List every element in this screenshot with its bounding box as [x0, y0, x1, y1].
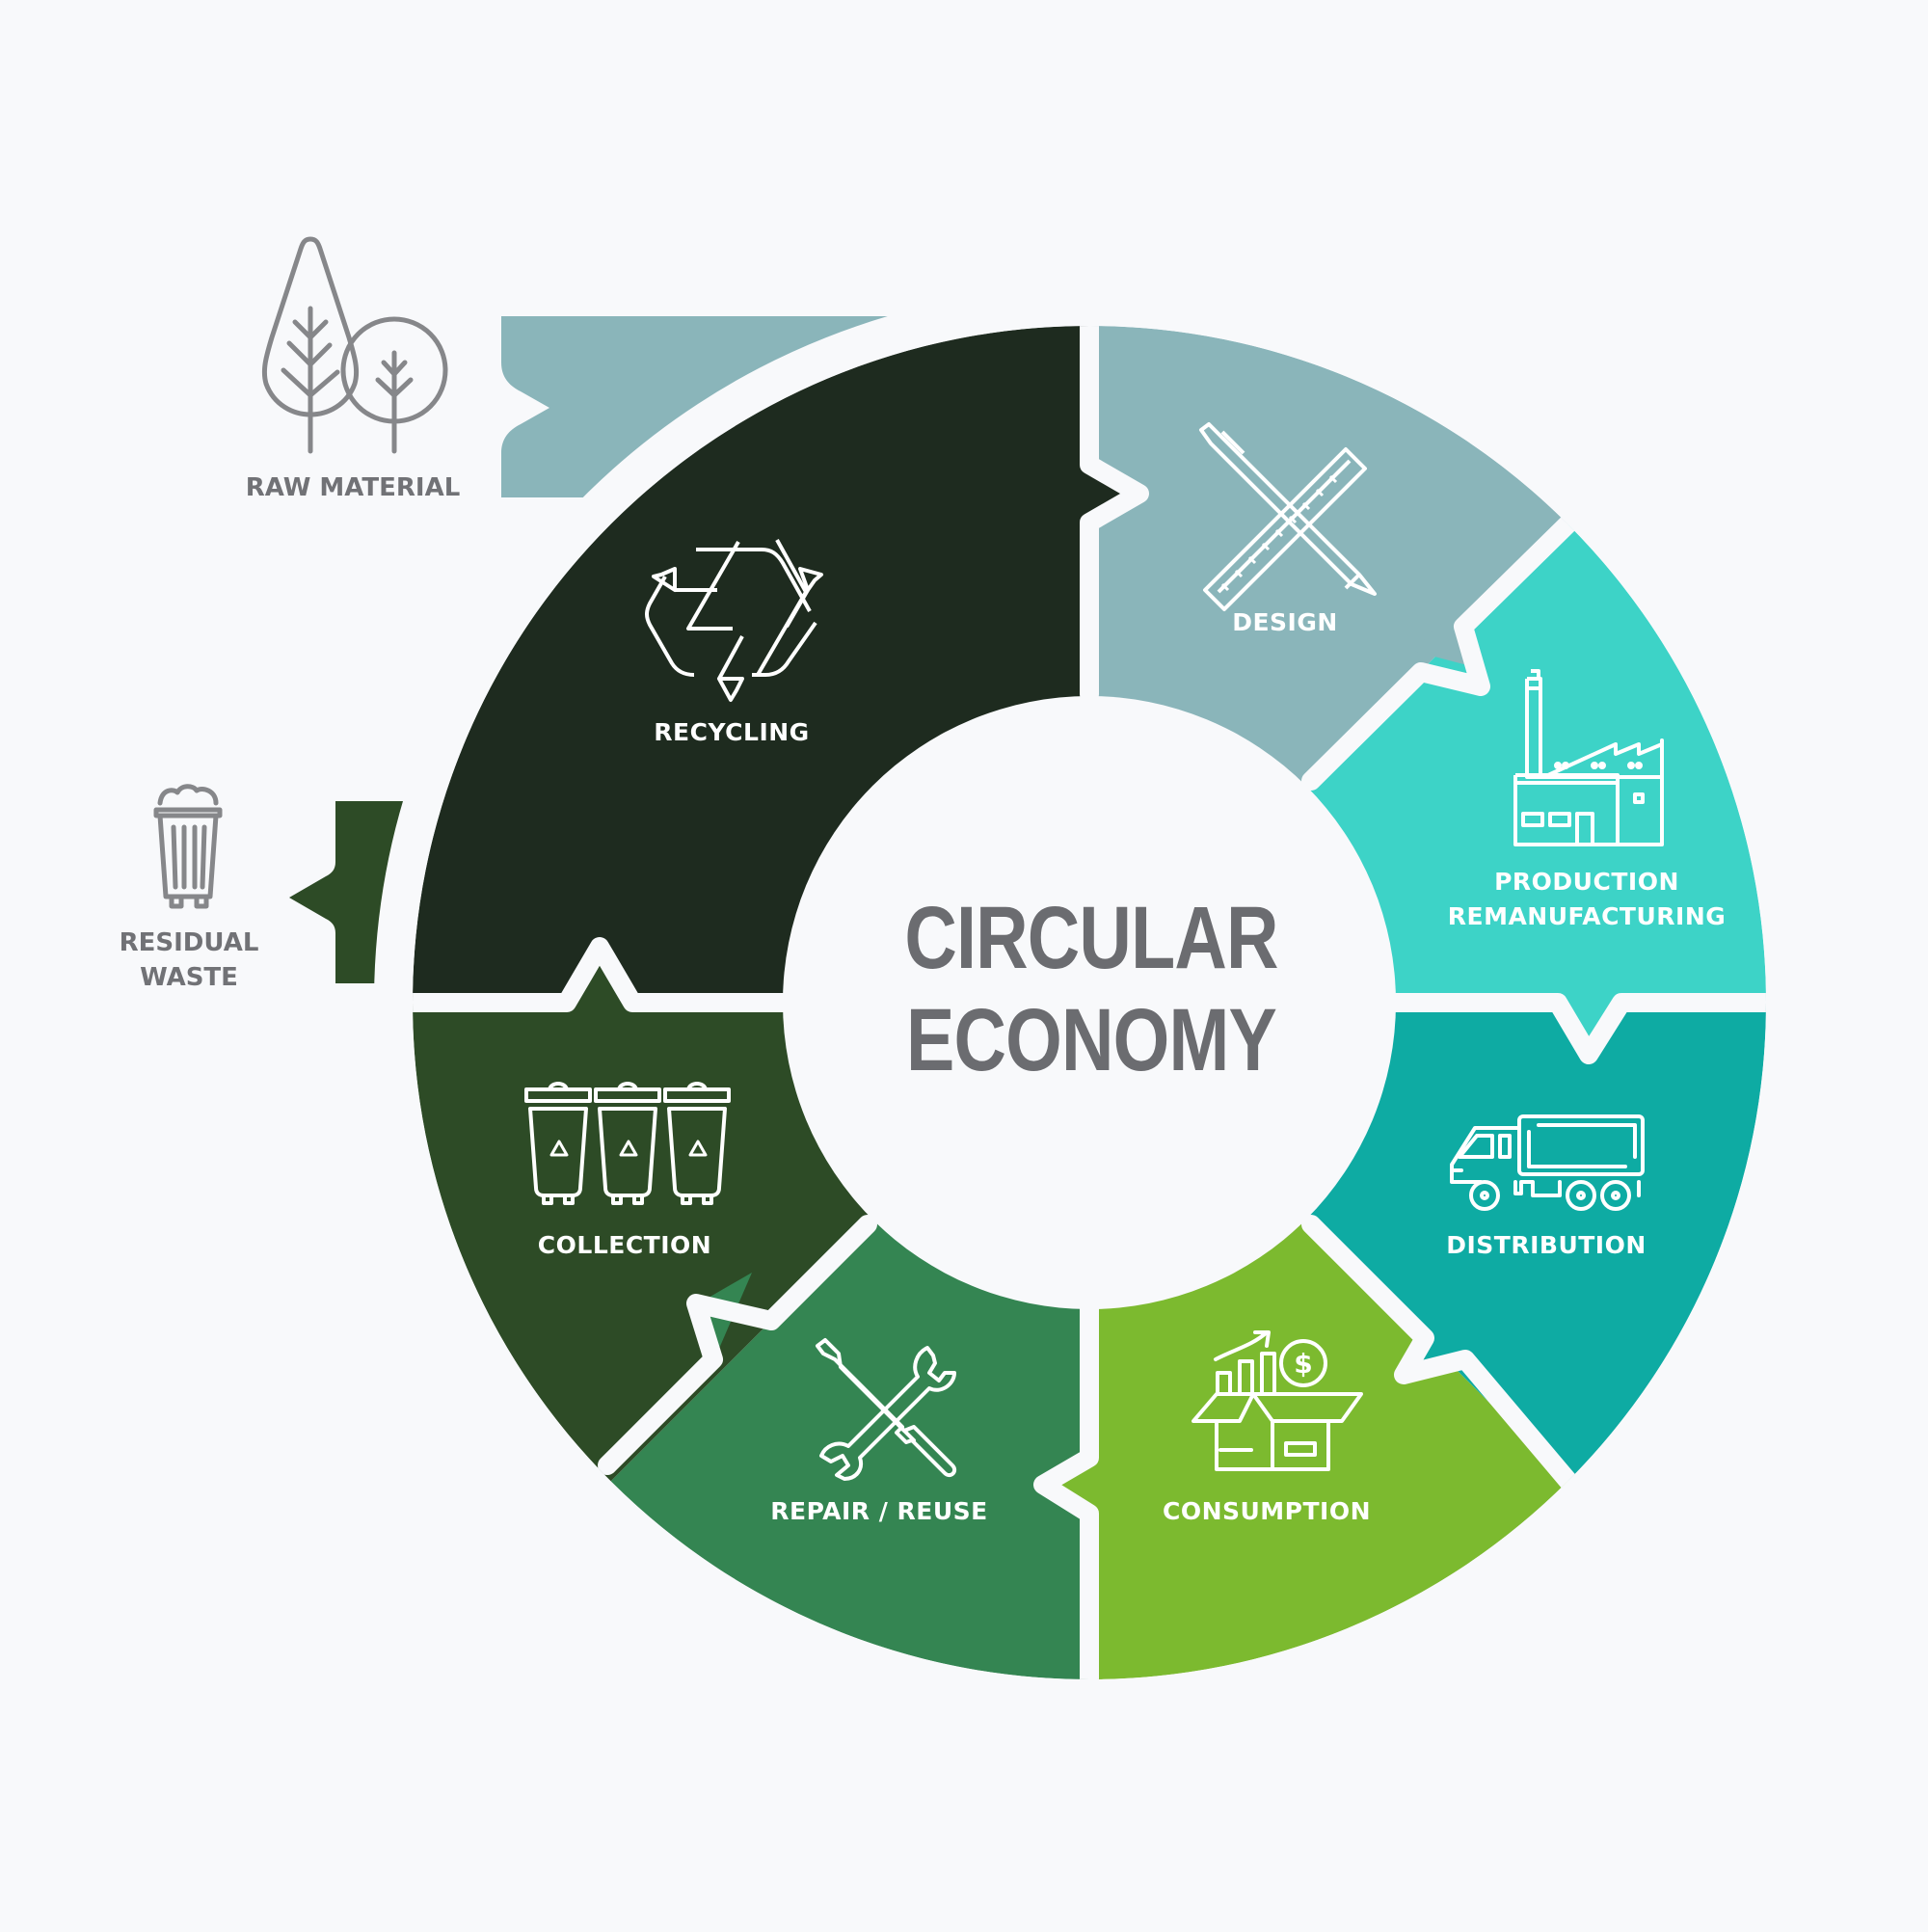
label-recycling: RECYCLING [654, 718, 810, 746]
center-circle [783, 696, 1396, 1309]
label-residual-waste-line-2: WASTE [140, 963, 238, 992]
separators [413, 326, 1766, 1679]
recycle-icon [645, 539, 823, 702]
wrench-screwdriver-icon [816, 1338, 957, 1481]
recycling-bins-icon [524, 1082, 731, 1205]
label-collection: COLLECTION [537, 1231, 712, 1259]
pencil-ruler-icon [1199, 422, 1377, 611]
label-residual-waste: RESIDUAL WASTE [120, 926, 259, 995]
svg-text:$: $ [1294, 1348, 1312, 1380]
box-growth-dollar-icon: $ [1192, 1330, 1363, 1471]
label-design: DESIGN [1232, 608, 1338, 636]
page-title: CIRCULAR ECONOMY [864, 887, 1319, 1091]
trees-icon [261, 236, 448, 454]
label-production-line-1: PRODUCTION [1494, 868, 1679, 896]
label-production: PRODUCTION REMANUFACTURING [1448, 865, 1727, 934]
title-line-2: ECONOMY [905, 991, 1277, 1089]
label-repair-reuse: REPAIR / REUSE [770, 1497, 988, 1525]
title-line-1: CIRCULAR [904, 889, 1278, 987]
factory-icon [1513, 669, 1664, 846]
trash-can-icon [153, 784, 223, 909]
truck-icon [1450, 1114, 1645, 1211]
label-consumption: CONSUMPTION [1162, 1497, 1372, 1525]
label-production-line-2: REMANUFACTURING [1447, 902, 1727, 930]
label-distribution: DISTRIBUTION [1446, 1231, 1647, 1259]
label-residual-waste-line-1: RESIDUAL [119, 928, 259, 957]
label-raw-material: RAW MATERIAL [245, 473, 461, 502]
